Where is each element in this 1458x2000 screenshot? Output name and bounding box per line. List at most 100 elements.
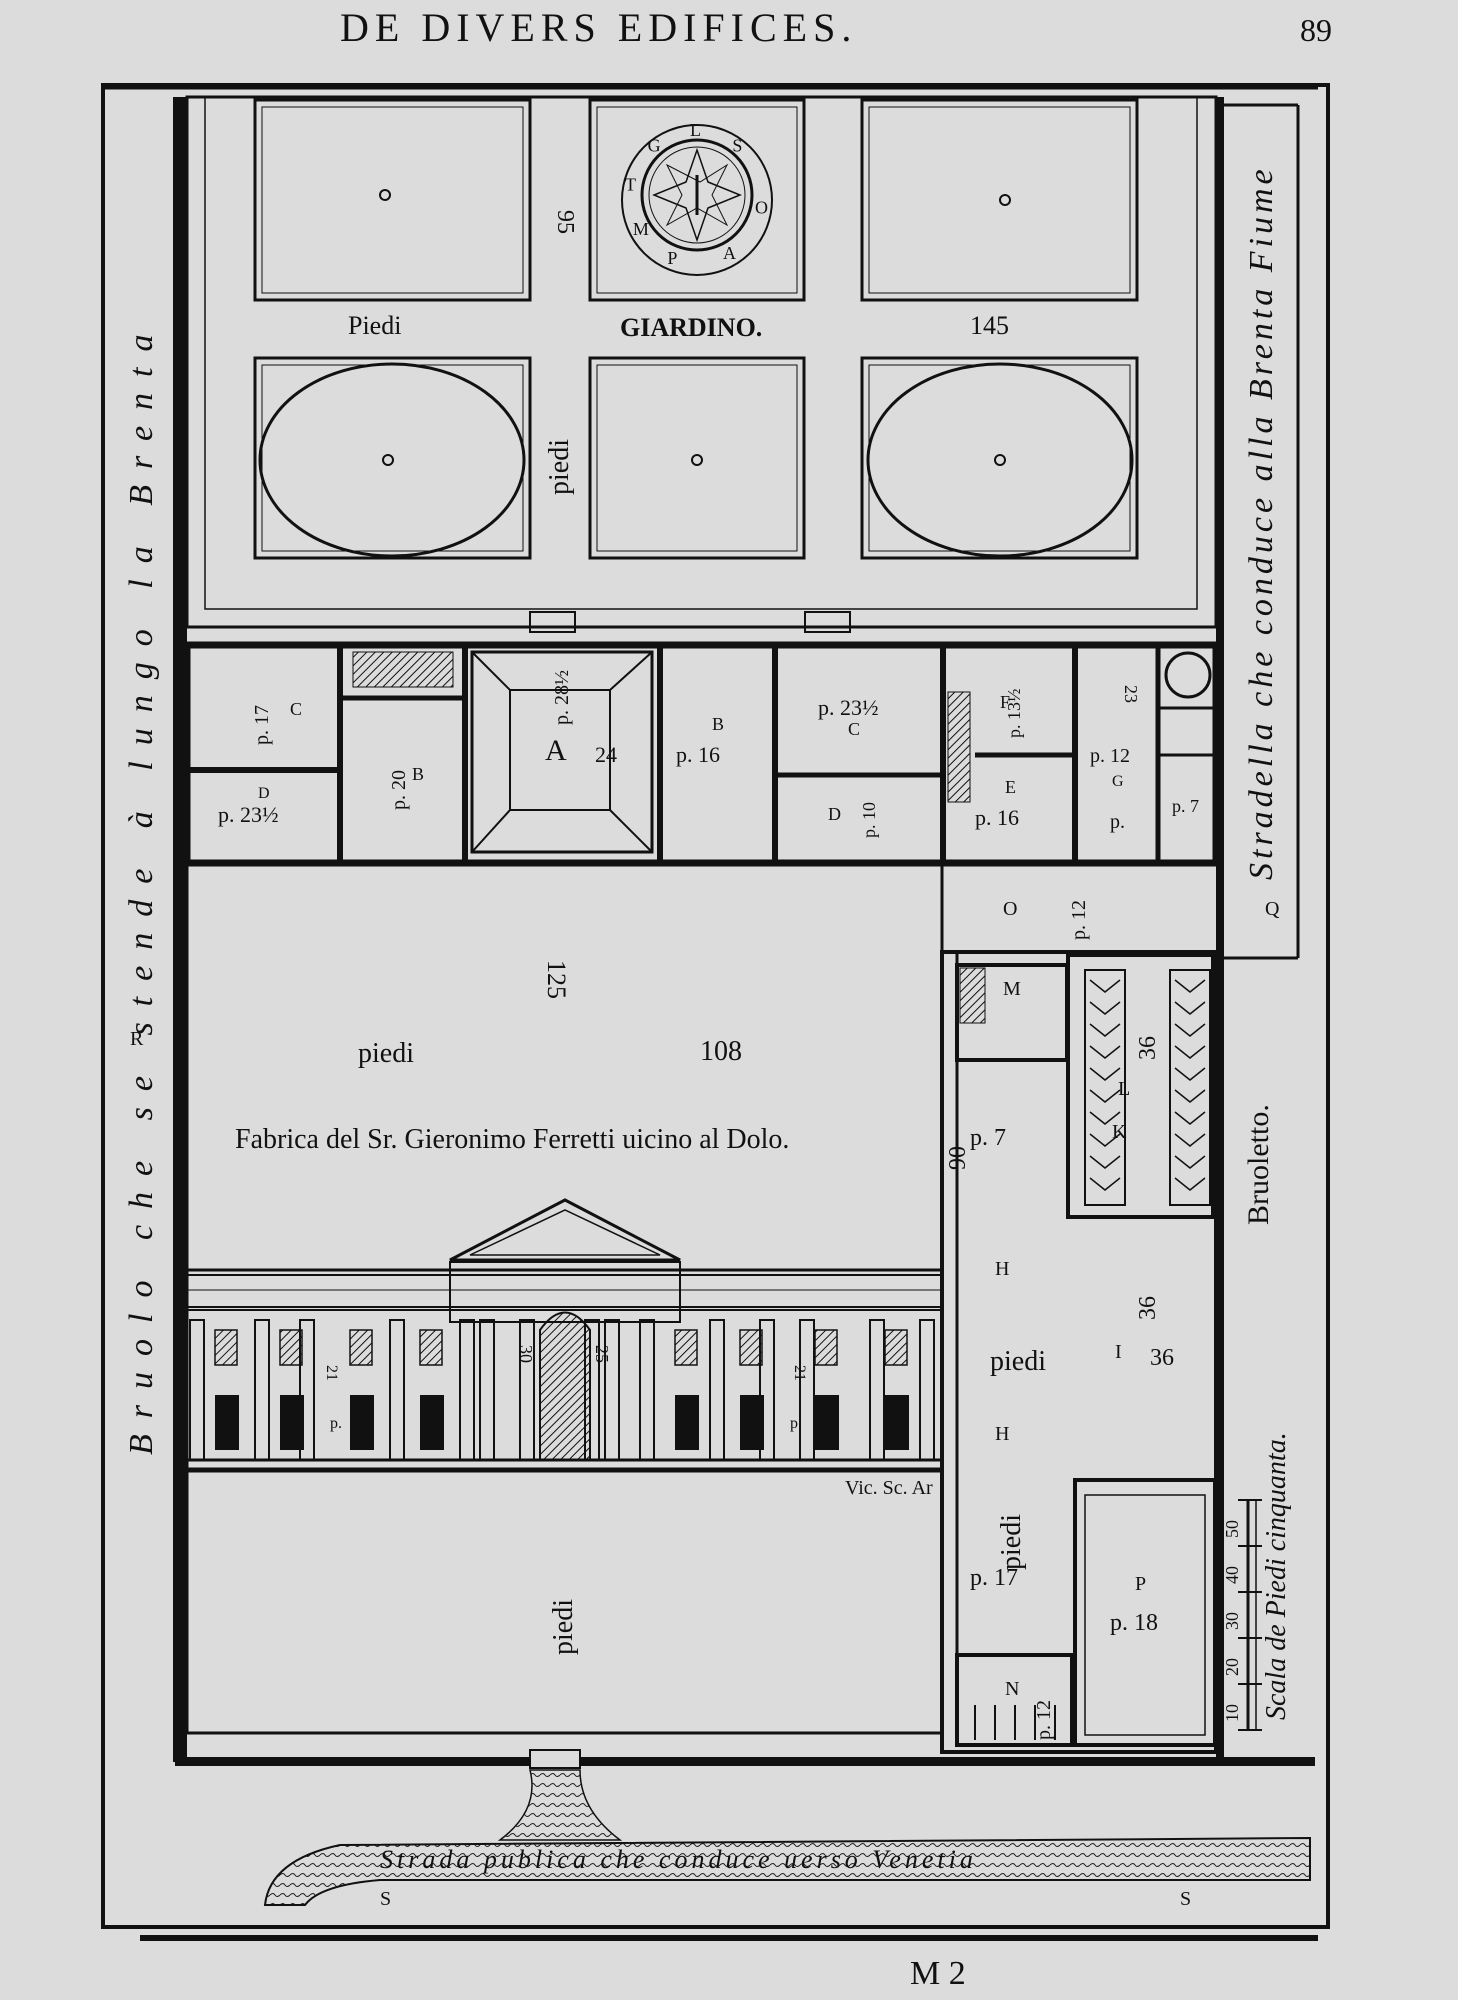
plan-letter: I xyxy=(1115,1341,1122,1363)
facade-column xyxy=(639,1319,655,1461)
page-header: DE DIVERS EDIFICES. 89 xyxy=(0,0,1458,60)
compass-letter: T xyxy=(625,175,636,195)
facade-window xyxy=(884,1329,908,1366)
facade-window xyxy=(674,1329,698,1366)
column-height: 21 xyxy=(323,1365,340,1381)
plan-letter: S xyxy=(380,1888,391,1910)
compass-letter: L xyxy=(690,120,701,140)
stall-rows xyxy=(1084,969,1211,1206)
facade-window xyxy=(739,1329,763,1366)
facade-door xyxy=(420,1395,444,1450)
facade-column xyxy=(919,1319,935,1461)
garden-bed-round xyxy=(253,356,532,560)
scale-tick: 50 xyxy=(1222,1520,1242,1538)
garden-bed xyxy=(588,356,806,560)
garden-piedi-label: Piedi xyxy=(348,311,401,340)
facade-door xyxy=(280,1395,304,1450)
stair-hatch xyxy=(959,967,986,1024)
compass-letter: G xyxy=(648,135,661,155)
plan-letter: H xyxy=(995,1423,1009,1445)
room-label: C xyxy=(290,699,302,719)
scale-tick: 10 xyxy=(1222,1704,1242,1722)
service-dim: 36 xyxy=(1135,1036,1161,1060)
room-label: B xyxy=(412,764,424,784)
stall-mark xyxy=(1089,1067,1121,1081)
front-yard-piedi: piedi xyxy=(548,1599,579,1655)
service-dim: p. 17 xyxy=(970,1565,1018,1591)
compass-letter: A xyxy=(723,243,736,263)
service-piedi-vertical: piedi xyxy=(996,1514,1027,1570)
scale-tick: 30 xyxy=(1222,1612,1242,1630)
plan-letter: K xyxy=(1112,1121,1127,1143)
service-wing xyxy=(940,950,1218,1754)
facade-column xyxy=(709,1319,725,1461)
stall-mark xyxy=(1174,1111,1206,1125)
room-dim: p. 20 xyxy=(388,770,410,810)
facade-door xyxy=(675,1395,699,1450)
room-dim: p. 13½ xyxy=(1004,689,1024,739)
stair-hatch xyxy=(947,691,971,803)
court-depth: 125 xyxy=(542,960,571,999)
room-label: D xyxy=(258,785,270,802)
facade-window xyxy=(279,1329,303,1366)
compass-letter: P xyxy=(667,248,677,268)
stall-mark xyxy=(1174,1001,1206,1015)
room-dim: 23 xyxy=(1121,685,1141,703)
stall-mark xyxy=(1089,1111,1121,1125)
left-side-label: Bruolo che se stende à lungo la Brenta xyxy=(123,319,160,1455)
compass-letter: O xyxy=(755,197,768,217)
facade-window xyxy=(214,1329,238,1366)
garden-depth: 95 xyxy=(552,210,578,234)
scale-tick: 40 xyxy=(1222,1566,1242,1584)
room-dim: p. 16 xyxy=(975,805,1019,830)
page-number: 89 xyxy=(1300,12,1332,48)
column-label: p. xyxy=(790,1415,802,1432)
plan-letter: M xyxy=(1003,978,1021,1000)
facade-column xyxy=(389,1319,405,1461)
stall-mark xyxy=(1174,1023,1206,1037)
plan-letter: R xyxy=(130,1028,144,1050)
column-height: 25 xyxy=(592,1345,612,1363)
room-dim: 24 xyxy=(595,742,617,767)
road-label: Strada publica che conduce uerso Venetia xyxy=(380,1845,977,1874)
room-dim: p. xyxy=(1110,811,1125,833)
plan-caption: Fabrica del Sr. Gieronimo Ferretti uicin… xyxy=(235,1124,789,1155)
facade-column xyxy=(869,1319,885,1461)
right-side-label: Stradella che conduce alla Brenta Fiume xyxy=(1243,165,1280,880)
stall-mark xyxy=(1089,1177,1121,1191)
plan-letter: O xyxy=(1003,898,1017,920)
scale-tick: 20 xyxy=(1222,1658,1242,1676)
room-label: B xyxy=(712,714,724,734)
facade-window xyxy=(814,1329,838,1366)
facade-door xyxy=(215,1395,239,1450)
stall-mark xyxy=(1174,979,1206,993)
garden-bed xyxy=(860,98,1139,302)
room-label: D xyxy=(828,804,841,824)
facade-column xyxy=(519,1319,535,1461)
page-title: DE DIVERS EDIFICES. xyxy=(340,5,858,50)
facade-window xyxy=(349,1329,373,1366)
facade-door xyxy=(815,1395,839,1450)
service-dim: p. 12 xyxy=(1033,1700,1055,1740)
room-dim: p. 10 xyxy=(859,802,879,838)
room-dim: p. 12 xyxy=(1090,745,1130,767)
facade-column xyxy=(189,1319,205,1461)
plan-letter: P xyxy=(1135,1573,1146,1595)
court-piedi: piedi xyxy=(358,1038,414,1069)
plan-letter: Q xyxy=(1265,898,1280,920)
facade-column xyxy=(459,1319,475,1461)
facade-column xyxy=(759,1319,775,1461)
facade-column xyxy=(584,1319,600,1461)
stall-mark xyxy=(1089,1089,1121,1103)
stall-mark xyxy=(1089,1155,1121,1169)
garden-bed-round xyxy=(860,356,1139,560)
facade-column xyxy=(254,1319,270,1461)
service-dim: 90 xyxy=(945,1146,971,1170)
court-width: 108 xyxy=(700,1036,742,1067)
garden-bed-compass xyxy=(588,98,806,302)
facade-window xyxy=(419,1329,443,1366)
room-label: C xyxy=(848,719,860,739)
compass-letter: M xyxy=(633,219,649,239)
